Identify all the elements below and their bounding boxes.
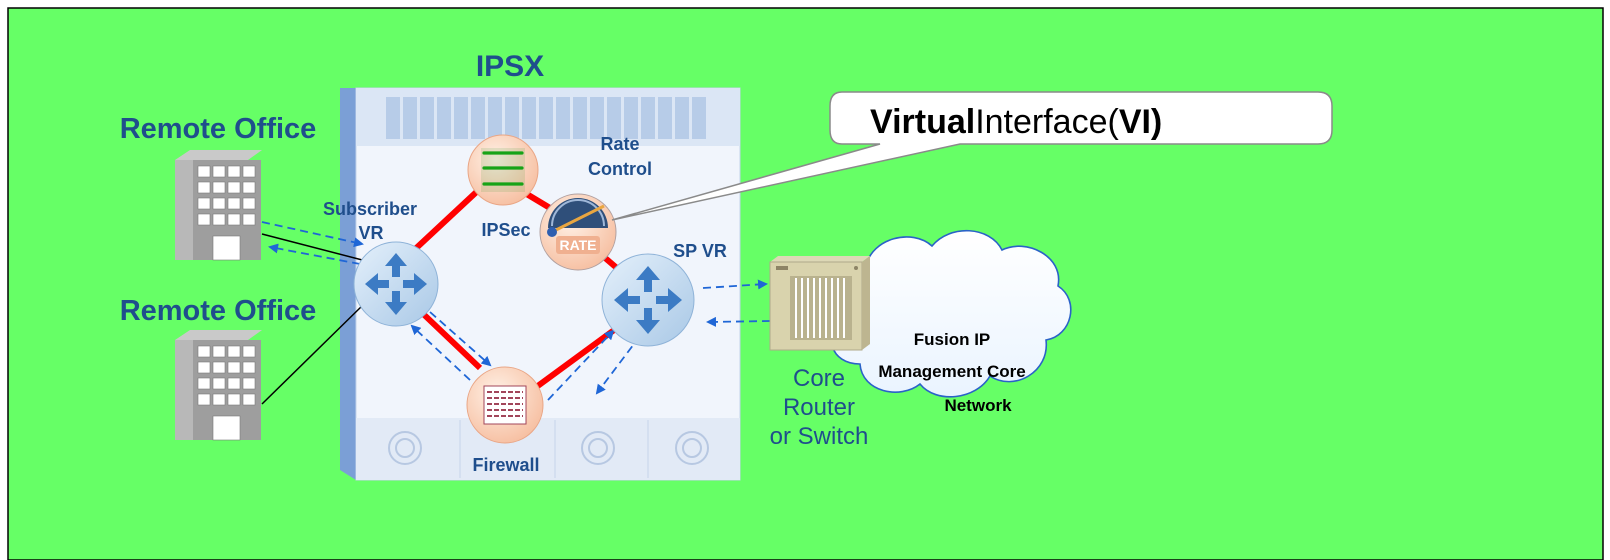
vi-callout: VirtualInterface(VI)	[611, 91, 1333, 221]
core-router-label: Router	[783, 394, 855, 421]
rate-control-gauge-icon: RATE	[539, 193, 617, 271]
office-lines	[261, 233, 371, 405]
cloud-label: Management Core	[878, 362, 1025, 381]
callout-bold-left: Virtual	[870, 103, 975, 141]
core-router-label: Core	[793, 365, 845, 392]
rate-badge-text: RATE	[559, 237, 596, 253]
subscriber-vr-label: Subscriber	[323, 199, 417, 219]
core-router-icon	[769, 256, 870, 351]
cloud-label: Network	[944, 396, 1012, 415]
cloud-icon	[830, 229, 1072, 398]
callout-bold-right: VI)	[1119, 103, 1162, 141]
remote-office-building-icon	[175, 150, 262, 261]
remote-office-building-icon	[175, 330, 262, 441]
subscriber-vr-router-icon	[353, 241, 439, 327]
firewall-label: Firewall	[472, 455, 539, 475]
ipsx-label: IPSX	[476, 50, 544, 83]
cloud-label: Fusion IP	[914, 330, 991, 349]
callout-normal: Interface(	[975, 103, 1119, 141]
remote-office-label: Remote Office	[120, 295, 317, 327]
svg-text:VirtualInterface(VI): VirtualInterface(VI)	[870, 103, 1162, 141]
firewall-icon	[466, 366, 544, 444]
rate-control-label: Rate	[600, 134, 639, 154]
link-subvr-firewall	[414, 305, 483, 371]
ipsec-icon	[467, 134, 539, 206]
ipsec-label: IPSec	[481, 220, 530, 240]
sp-vr-label: SP VR	[673, 241, 727, 261]
rate-control-label: Control	[588, 159, 652, 179]
remote-office-label: Remote Office	[120, 113, 317, 145]
core-router-label: or Switch	[770, 423, 869, 450]
subscriber-vr-label: VR	[358, 223, 383, 243]
sp-vr-router-icon	[601, 253, 695, 347]
